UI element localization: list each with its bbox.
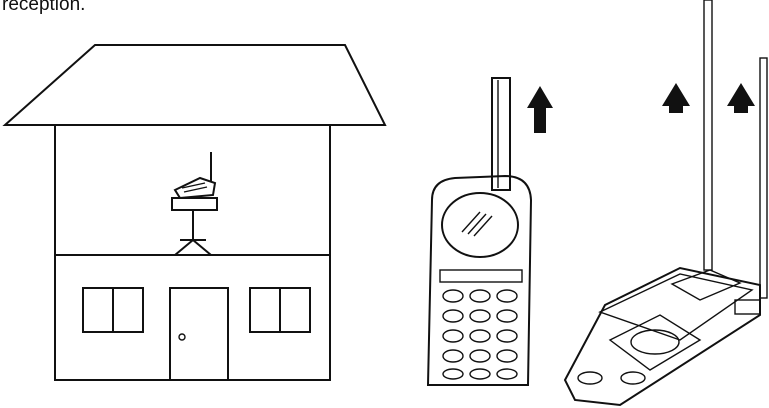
- window-right: [250, 288, 310, 332]
- up-arrow-icon: [527, 86, 553, 133]
- up-arrow-icon: [727, 83, 755, 113]
- handset-icon: [428, 78, 531, 385]
- base-unit-on-shelf-icon: [172, 152, 217, 255]
- door: [170, 288, 228, 380]
- up-arrow-icon: [662, 83, 690, 113]
- handset-keypad: [440, 270, 522, 379]
- window-left: [83, 288, 143, 332]
- base-unit-icon: [565, 0, 767, 405]
- house-icon: [5, 45, 385, 380]
